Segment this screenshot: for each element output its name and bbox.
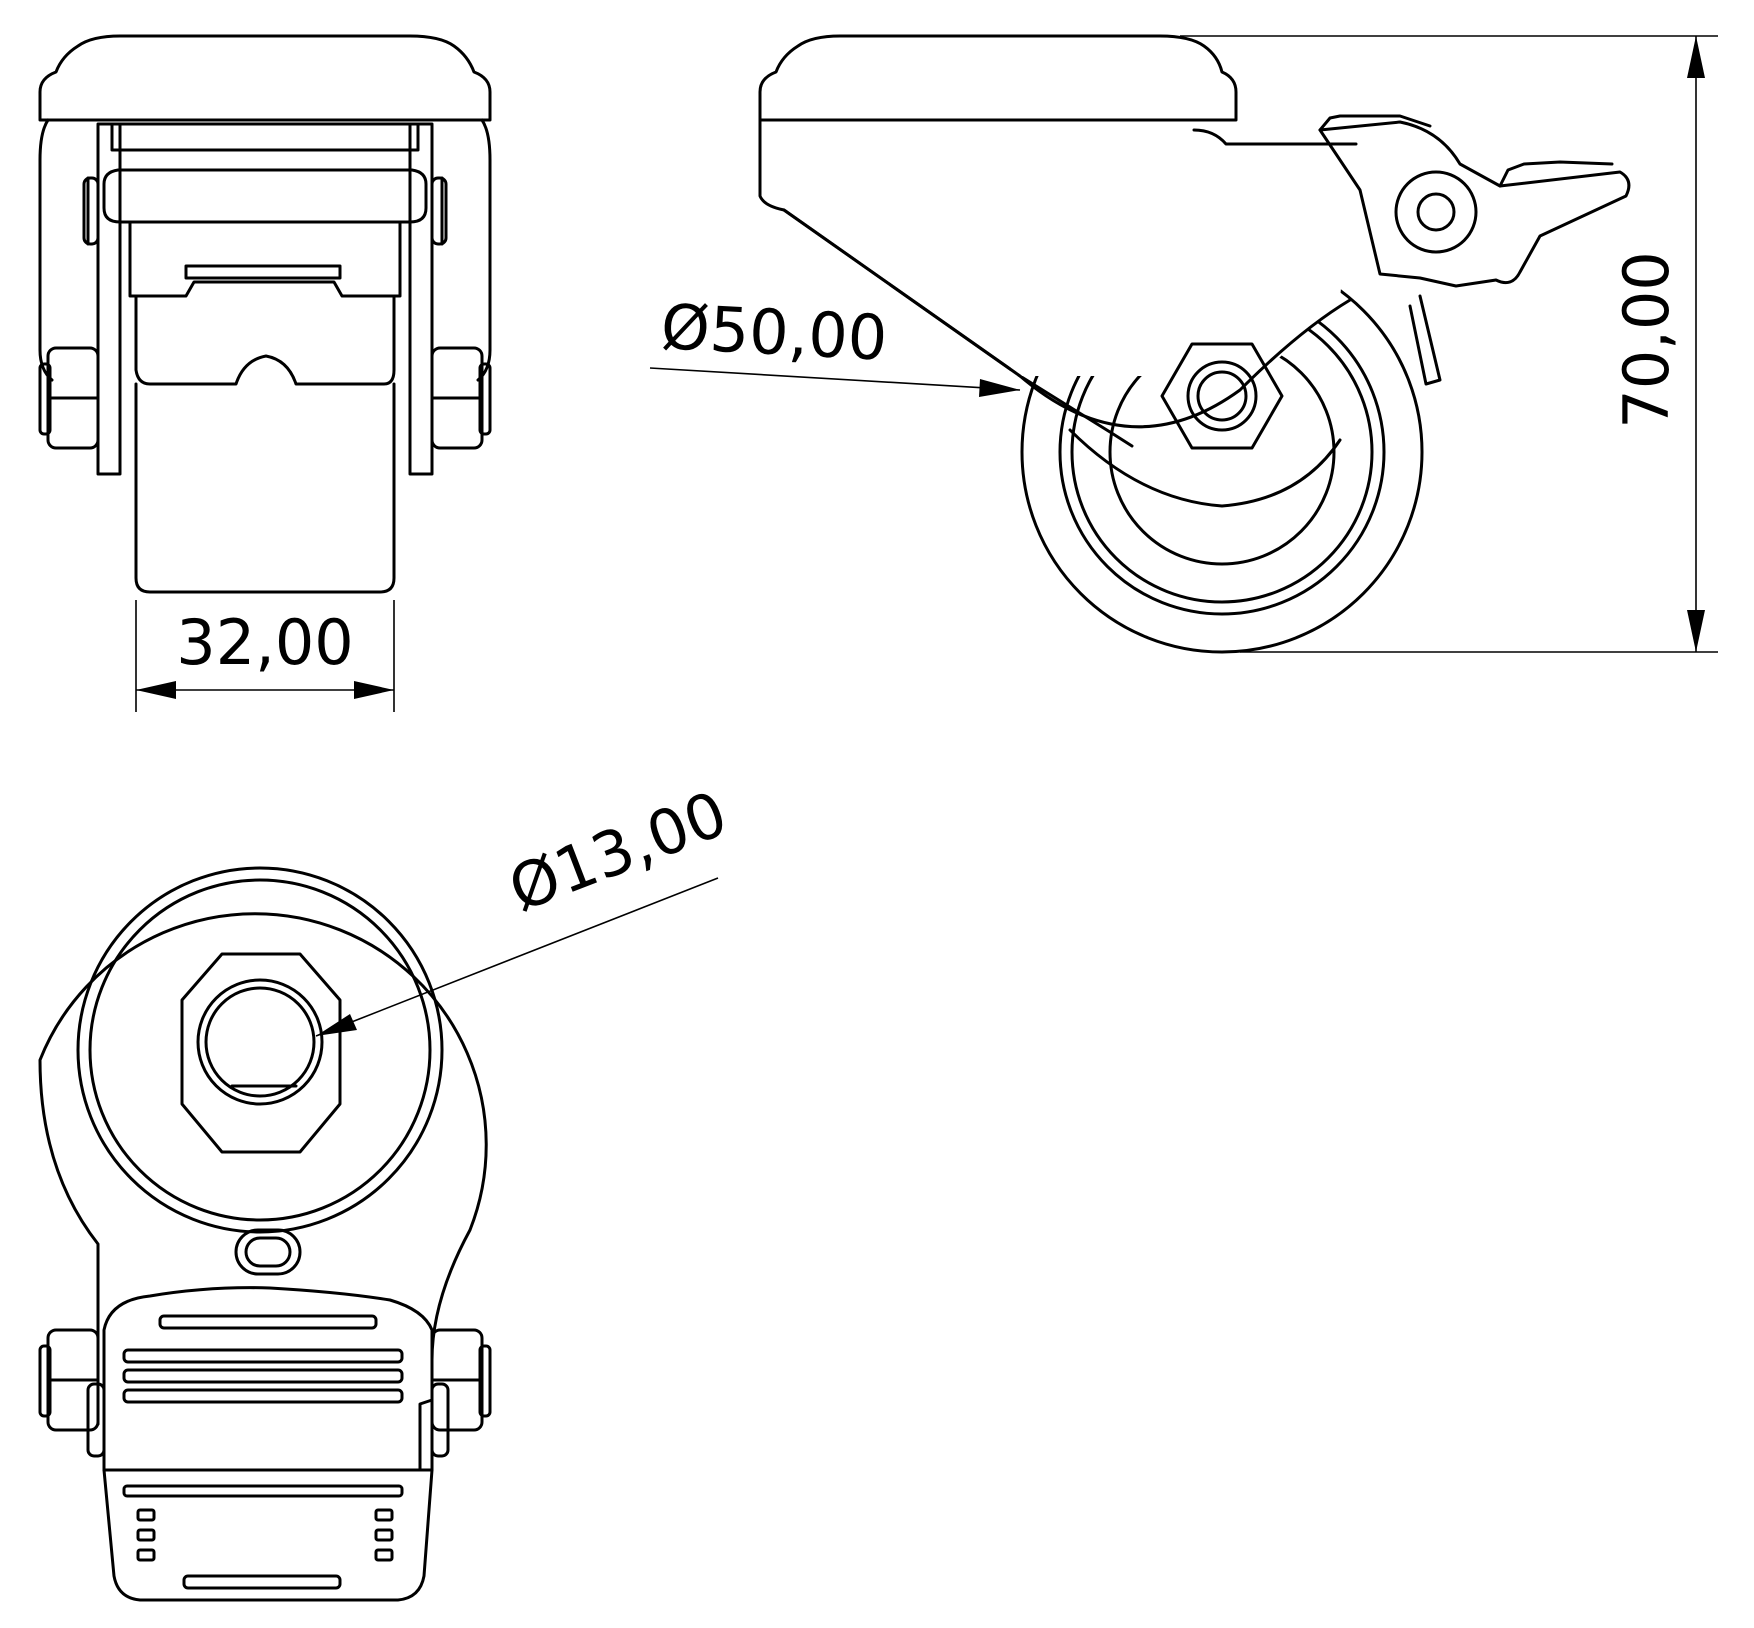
bore-diameter-label: Ø13,00 — [499, 777, 736, 926]
wheel-diameter-label: Ø50,00 — [659, 290, 889, 375]
width-arrow-right — [354, 681, 394, 699]
side-brake-pivot — [1394, 170, 1478, 254]
bore-diameter-leader — [315, 877, 719, 1037]
front-top-plate — [38, 34, 492, 122]
height-arrow-top — [1687, 36, 1705, 78]
bottom-wheel-outer — [76, 866, 444, 1234]
width-arrow-left — [136, 681, 176, 699]
bottom-tread-plate — [102, 1468, 434, 1602]
bottom-axle-bore — [196, 978, 324, 1106]
front-view: 32,00 — [38, 34, 492, 712]
bottom-view: Ø13,00 — [38, 777, 737, 1602]
front-right-fork — [408, 122, 434, 476]
bottom-housing — [38, 912, 488, 1426]
side-view: Ø50,00 70,00 — [649, 34, 1718, 654]
height-extension-lines — [1180, 35, 1718, 653]
height-arrow-bottom — [1687, 610, 1705, 652]
side-top-plate — [758, 34, 1238, 122]
side-brake-lever — [1318, 120, 1631, 288]
width-dimension-label: 32,00 — [176, 606, 354, 679]
front-housing — [38, 118, 492, 382]
front-wheel — [134, 294, 396, 386]
side-axle-nut — [1160, 342, 1284, 450]
front-left-fork — [96, 122, 122, 476]
bottom-brake-pedal — [102, 1286, 434, 1472]
height-dimension-label: 70,00 — [1610, 251, 1683, 429]
bottom-axle-nut — [180, 952, 342, 1154]
width-extension-lines — [135, 600, 395, 712]
wheel-diameter-leader — [649, 367, 1021, 391]
bottom-oval-slot — [234, 1228, 302, 1276]
front-brake-pedal — [102, 168, 428, 224]
